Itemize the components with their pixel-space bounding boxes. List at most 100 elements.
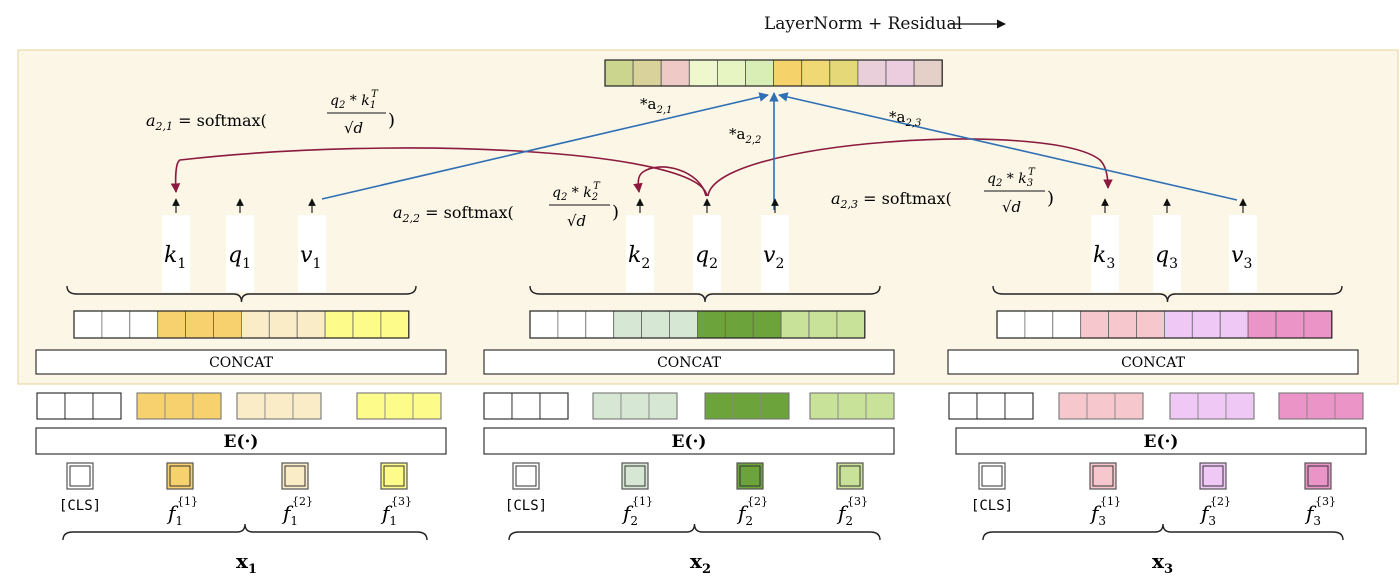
embed-cell bbox=[704, 392, 734, 420]
concat-cell bbox=[213, 310, 242, 339]
token-subscript: 1 bbox=[389, 514, 397, 528]
qkv-bar-k bbox=[162, 215, 190, 292]
embed-group-border bbox=[1278, 392, 1364, 420]
output-cell bbox=[829, 59, 859, 87]
output-label: LayerNorm + Residual bbox=[764, 14, 962, 34]
concat-cell bbox=[724, 310, 754, 339]
qkv-brace bbox=[66, 285, 417, 303]
concat-cell bbox=[157, 310, 186, 339]
concat-cell bbox=[1052, 310, 1082, 339]
embed-cell bbox=[1225, 392, 1255, 420]
embed-group-border bbox=[136, 392, 222, 420]
embed-group-border bbox=[483, 392, 569, 420]
qkv-symbol: q bbox=[228, 243, 242, 268]
qkv-symbol: k bbox=[164, 243, 177, 268]
input-symbol: x bbox=[690, 549, 703, 573]
input-label-x2: x2 bbox=[690, 549, 711, 577]
embed-cell bbox=[539, 392, 569, 420]
concat-cell bbox=[352, 310, 382, 339]
output-cell bbox=[688, 59, 718, 87]
output-vector-border bbox=[604, 59, 943, 87]
input-subscript: 1 bbox=[248, 562, 257, 577]
qkv-bar-k bbox=[626, 215, 654, 292]
output-cell bbox=[885, 59, 915, 87]
embedding-box bbox=[483, 427, 895, 455]
embedding-box bbox=[35, 427, 447, 455]
embed-cell bbox=[412, 392, 442, 420]
qkv-bar-q bbox=[693, 215, 721, 292]
concat-row-border bbox=[996, 310, 1333, 339]
svg-text:q2 * k1T: q2 * k1T bbox=[330, 89, 379, 111]
token-swatch-inner bbox=[515, 465, 537, 487]
concat-box bbox=[947, 349, 1359, 375]
concat-cell bbox=[836, 310, 866, 339]
concat-cell bbox=[1191, 310, 1221, 339]
token-label-feature: f2{1} bbox=[621, 495, 653, 528]
svg-text:a2,2 = softmax(: a2,2 = softmax( bbox=[393, 203, 514, 225]
embed-cell bbox=[511, 392, 541, 420]
embedding-label: E(·) bbox=[224, 432, 259, 452]
embed-group-border bbox=[704, 392, 790, 420]
embed-group-border bbox=[1169, 392, 1255, 420]
concat-label: CONCAT bbox=[657, 355, 721, 371]
embed-cell bbox=[36, 392, 66, 420]
qkv-symbol: v bbox=[1231, 243, 1244, 268]
svg-text:√d: √d bbox=[567, 212, 586, 230]
token-subscript: 3 bbox=[1313, 514, 1321, 528]
token-superscript: {2} bbox=[747, 495, 768, 508]
embed-cell bbox=[92, 392, 122, 420]
qkv-subscript: 3 bbox=[1169, 256, 1178, 272]
concat-cell bbox=[669, 310, 698, 339]
token-label-feature: f2{2} bbox=[736, 495, 768, 528]
output-cell bbox=[773, 59, 803, 87]
token-subscript: 2 bbox=[630, 514, 638, 528]
embed-group-border bbox=[948, 392, 1034, 420]
svg-text:): ) bbox=[1047, 188, 1054, 209]
svg-text:√d: √d bbox=[344, 119, 363, 137]
concat-cell bbox=[1275, 310, 1305, 339]
token-swatch-inner bbox=[169, 465, 191, 487]
embed-cell bbox=[1334, 392, 1364, 420]
embed-cell bbox=[948, 392, 978, 420]
qkv-label-q: q1 bbox=[228, 243, 251, 272]
concat-cell bbox=[1080, 310, 1109, 339]
svg-text:a2,1 = softmax(: a2,1 = softmax( bbox=[146, 111, 267, 133]
concat-cell bbox=[129, 310, 159, 339]
embed-cell bbox=[136, 392, 166, 420]
qkv-label-k: k3 bbox=[1093, 243, 1115, 272]
input-subscript: 2 bbox=[702, 562, 711, 577]
concat-cell bbox=[641, 310, 670, 339]
weight-label-a22: *a2,2 bbox=[729, 125, 761, 146]
token-superscript: {3} bbox=[847, 495, 868, 508]
token-label-feature: f3{1} bbox=[1089, 495, 1121, 528]
token-swatch-inner bbox=[383, 465, 405, 487]
value-arrow-v3 bbox=[778, 92, 1238, 201]
qkv-subscript: 1 bbox=[312, 256, 321, 272]
concat-cell bbox=[1136, 310, 1165, 339]
output-cell bbox=[801, 59, 831, 87]
concat-cell bbox=[296, 310, 326, 339]
embed-cell bbox=[1058, 392, 1088, 420]
token-subscript: 2 bbox=[745, 514, 753, 528]
svg-text:q2 * k3T: q2 * k3T bbox=[987, 167, 1036, 189]
qkv-symbol: v bbox=[763, 243, 776, 268]
embed-cell bbox=[1086, 392, 1116, 420]
concat-cell bbox=[324, 310, 354, 339]
concat-cell bbox=[1303, 310, 1333, 339]
embedding-label: E(·) bbox=[672, 432, 707, 452]
concat-box bbox=[35, 349, 447, 375]
qkv-symbol: v bbox=[300, 243, 313, 268]
concat-cell bbox=[1247, 310, 1277, 339]
token-swatch-inner bbox=[284, 465, 306, 487]
qkv-subscript: 2 bbox=[709, 256, 718, 272]
concat-cell bbox=[585, 310, 615, 339]
embed-cell bbox=[1278, 392, 1308, 420]
embed-cell bbox=[292, 392, 322, 420]
formula-a21: a2,1 = softmax( q2 * k1T √d ) bbox=[146, 89, 395, 137]
input-label-x3: x3 bbox=[1152, 549, 1173, 577]
svg-text:): ) bbox=[388, 110, 395, 131]
embed-group-border bbox=[1058, 392, 1144, 420]
qkv-symbol: k bbox=[1093, 243, 1106, 268]
embed-cell bbox=[1004, 392, 1034, 420]
